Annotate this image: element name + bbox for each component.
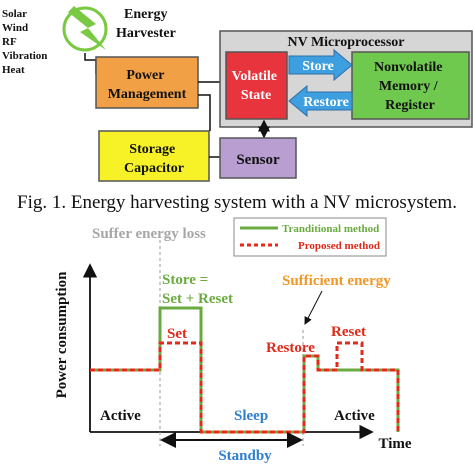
proposed-method-line bbox=[90, 341, 400, 434]
storage-capacitor-block: Storage Capacitor bbox=[98, 130, 210, 182]
svg-text:Sensor: Sensor bbox=[236, 152, 280, 168]
pm-to-storage-line bbox=[198, 94, 211, 131]
svg-text:Nonvolatile Memory /: Nonvolatile Memory / Register bbox=[374, 60, 446, 113]
source-heat: Heat bbox=[2, 64, 25, 76]
sensor-block: Sensor bbox=[219, 137, 297, 179]
annotation-restore: Restore bbox=[266, 340, 315, 356]
nonvolatile-memory-block: Nonvolatile Memory / Register bbox=[351, 51, 470, 120]
source-rf: RF bbox=[2, 36, 17, 48]
annotation-active-2: Active bbox=[334, 408, 375, 424]
svg-text:Power Management: Power Management bbox=[108, 68, 187, 102]
annotation-suffer-energy-loss: Suffer energy loss bbox=[92, 226, 206, 242]
y-axis-label: Power consumption bbox=[54, 271, 70, 398]
source-vibration: Vibration bbox=[2, 50, 47, 62]
restore-arrow: Restore bbox=[288, 84, 353, 118]
block-diagram: Solar Wind RF Vibration Heat Energy Harv… bbox=[2, 6, 473, 182]
figure-caption: Fig. 1. Energy harvesting system with a … bbox=[17, 192, 457, 213]
annotation-store: Store = Set + Reset bbox=[162, 272, 233, 307]
annotation-reset: Reset bbox=[331, 324, 366, 340]
legend-proposed-label: Proposed method bbox=[298, 240, 380, 252]
harvester-connector bbox=[84, 53, 97, 74]
power-chart: Power consumption Time Tranditional meth… bbox=[54, 217, 412, 464]
power-management-block: Power Management bbox=[95, 56, 199, 109]
lightning-icon bbox=[62, 6, 108, 52]
volatile-state-block: Volatile State bbox=[225, 51, 288, 120]
store-arrow: Store bbox=[288, 48, 353, 82]
source-solar: Solar bbox=[2, 8, 27, 20]
svg-text:Store: Store bbox=[302, 59, 334, 74]
svg-text:Restore: Restore bbox=[303, 95, 349, 110]
legend-traditional-label: Tranditional method bbox=[282, 223, 379, 235]
sufficient-energy-pointer bbox=[304, 290, 323, 325]
energy-harvester-label: Energy Harvester bbox=[116, 7, 176, 41]
annotation-active-1: Active bbox=[100, 408, 141, 424]
annotation-set: Set bbox=[167, 326, 187, 342]
svg-text:Volatile State: Volatile State bbox=[232, 69, 281, 103]
energy-sources: Solar Wind RF Vibration Heat bbox=[2, 8, 47, 76]
annotation-sleep: Sleep bbox=[234, 408, 268, 424]
annotation-standby: Standby bbox=[218, 448, 272, 464]
nv-microprocessor-title: NV Microprocessor bbox=[287, 35, 404, 50]
source-wind: Wind bbox=[2, 22, 28, 34]
svg-text:Storage Capacitor: Storage Capacitor bbox=[124, 142, 184, 176]
legend: Tranditional method Proposed method bbox=[233, 217, 387, 257]
annotation-sufficient-energy: Sufficient energy bbox=[282, 273, 391, 289]
x-axis-label: Time bbox=[378, 436, 411, 452]
